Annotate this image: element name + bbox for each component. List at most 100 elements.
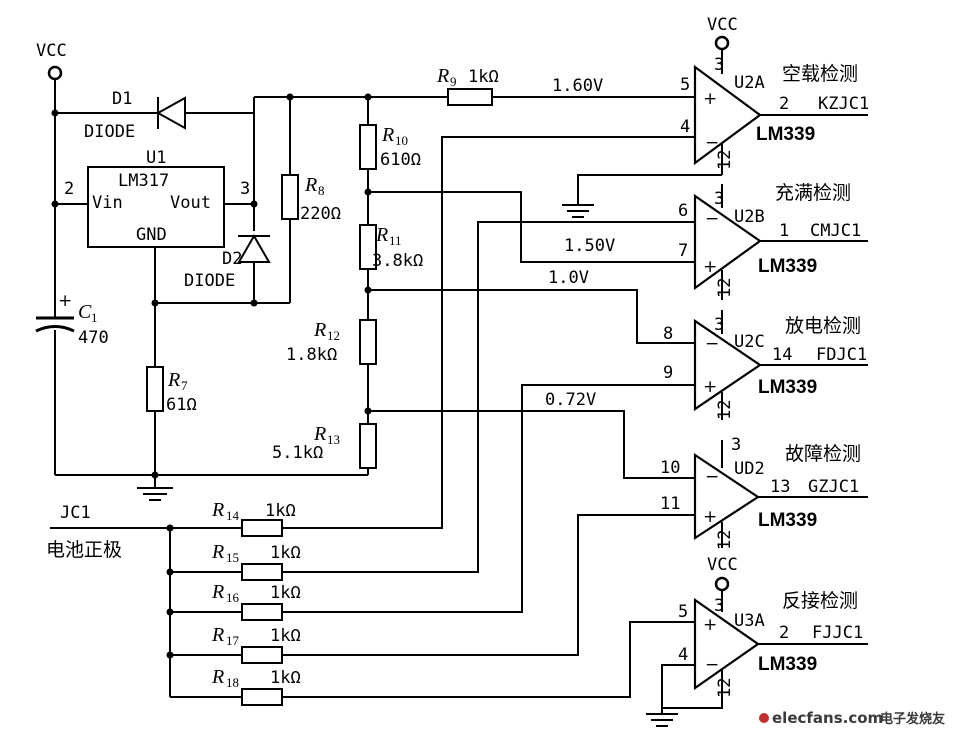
r17-ref: R (211, 624, 224, 646)
ud2-pin-out: 13 (770, 477, 790, 497)
d1-part: DIODE (84, 122, 135, 142)
u2a-part: LM339 (756, 124, 815, 145)
voltage-1v50: 1.50V (564, 236, 615, 256)
resistor-r9 (447, 88, 493, 106)
voltage-1v60: 1.60V (552, 76, 603, 96)
u2b-pin-vcc: 3 (714, 189, 724, 209)
u2a-unit: U2A (734, 73, 765, 93)
d1-name: D1 (112, 89, 132, 109)
r18-sub: 18 (226, 675, 239, 690)
r16-ref: R (211, 581, 224, 603)
resistor-r18 (241, 688, 283, 706)
u2b-pin-gnd: 12 (715, 278, 735, 298)
capacitor-c1: + C 1 470 (35, 291, 109, 348)
comparator-u2b: − + 6 7 3 U2B LM339 12 1 CMJC1 充满检测 (678, 182, 868, 300)
u2a-pin-gnd: 12 (715, 150, 735, 170)
r11-sub: 11 (389, 233, 402, 248)
u1-vin: Vin (92, 193, 123, 213)
r12-ref: R (313, 319, 326, 341)
reference-taps: R 9 1kΩ 1.60V 1.50V 1.0V 0.72V (368, 65, 695, 479)
r9-sub: 9 (450, 74, 457, 89)
u1-pin-vout: 3 (240, 179, 250, 199)
resistor-r16 (241, 603, 283, 621)
watermark-site: elecfans.com (772, 709, 883, 727)
ud2-pin-minus: 10 (660, 458, 680, 478)
r7-sub: 7 (181, 378, 188, 393)
svg-text:−: − (705, 655, 719, 675)
svg-text:−: − (705, 467, 719, 487)
battery-input-section: JC1 电池正极 R 14 1kΩ R 15 1kΩ R 16 1kΩ R 17… (46, 136, 695, 706)
diode-d2: D2 DIODE (184, 233, 271, 291)
ud2-net: GZJC1 (808, 477, 859, 497)
r8-sub: 8 (318, 183, 325, 198)
resistor-r17 (241, 646, 283, 664)
svg-text:−: − (705, 133, 719, 153)
comparator-u2c: − + 8 9 3 U2C LM339 12 14 FDJC1 放电检测 (663, 310, 868, 420)
watermark-logo-icon (759, 713, 769, 723)
c1-polarity: + (58, 291, 72, 311)
u2a-pin-out: 2 (779, 94, 789, 114)
r8-ref: R (304, 174, 317, 196)
resistor-r14 (241, 519, 283, 537)
r11-ref: R (375, 224, 388, 246)
u1-vout: Vout (170, 193, 211, 213)
r16-value: 1kΩ (270, 583, 301, 603)
u3a-part: LM339 (758, 654, 817, 675)
r11-value: 3.8kΩ (372, 251, 423, 271)
r16-sub: 16 (226, 590, 240, 605)
u2c-unit: U2C (734, 332, 765, 352)
u2b-unit: U2B (734, 207, 765, 227)
r14-value: 1kΩ (265, 501, 296, 521)
u3a-pin-out: 2 (779, 623, 789, 643)
vcc-label-u3a: VCC (707, 555, 738, 575)
ud2-pin-plus: 11 (660, 494, 680, 514)
u2c-pin-minus: 8 (663, 324, 673, 344)
jc1-battery-positive-label: 电池正极 (46, 539, 122, 561)
u1-part: LM317 (118, 171, 169, 191)
svg-text:−: − (705, 209, 719, 229)
r10-value: 610Ω (380, 150, 421, 170)
u2b-part: LM339 (758, 256, 817, 277)
u2c-pin-plus: 9 (663, 363, 673, 383)
d2-name: D2 (222, 249, 242, 269)
r15-sub: 15 (226, 550, 239, 565)
vcc-terminal-left (47, 65, 63, 81)
u3a-unit: U3A (734, 611, 765, 631)
resistor-r15 (241, 563, 283, 581)
r14-sub: 14 (226, 508, 240, 523)
r8-value: 220Ω (300, 204, 341, 224)
u2a-title: 空载检测 (782, 63, 858, 85)
vcc-terminal-u2a (714, 35, 730, 51)
resistor-r8 (281, 174, 299, 220)
r9-value: 1kΩ (468, 67, 499, 87)
vcc-label-u2a: VCC (707, 15, 738, 35)
comparator-ud2: − + 10 11 3 UD2 LM339 12 13 GZJC1 故障检测 (660, 435, 868, 550)
r9-ref: R (436, 65, 449, 87)
svg-text:−: − (705, 334, 719, 354)
u1-name: U1 (146, 148, 166, 168)
ground-symbol-u2a (562, 204, 594, 218)
jc1-net-label: JC1 (60, 503, 91, 523)
u2c-pin-out: 14 (772, 345, 792, 365)
u2c-title: 放电检测 (785, 315, 861, 337)
ud2-part: LM339 (758, 510, 817, 531)
r7-ref: R (167, 369, 180, 391)
watermark-cn: 电子发烧友 (880, 711, 945, 727)
svg-text:+: + (703, 89, 717, 109)
resistor-r13 (359, 423, 377, 469)
resistor-r7 (146, 366, 164, 412)
u2a-pin-plus: 5 (680, 75, 690, 95)
r18-ref: R (211, 666, 224, 688)
r18-value: 1kΩ (270, 668, 301, 688)
r14-ref: R (211, 499, 224, 521)
u3a-pin-minus: 4 (678, 645, 688, 665)
u1-gnd: GND (136, 225, 167, 245)
u3a-title: 反接检测 (782, 590, 858, 612)
r7-value: 61Ω (166, 395, 197, 415)
r17-value: 1kΩ (270, 626, 301, 646)
resistor-r12 (359, 319, 377, 365)
comparator-u2a: VCC + − 5 4 3 U2A LM339 12 2 KZJC1 空载检测 (562, 15, 869, 218)
c1-value: 470 (78, 328, 109, 348)
ud2-pin-vcc: 3 (731, 435, 741, 455)
